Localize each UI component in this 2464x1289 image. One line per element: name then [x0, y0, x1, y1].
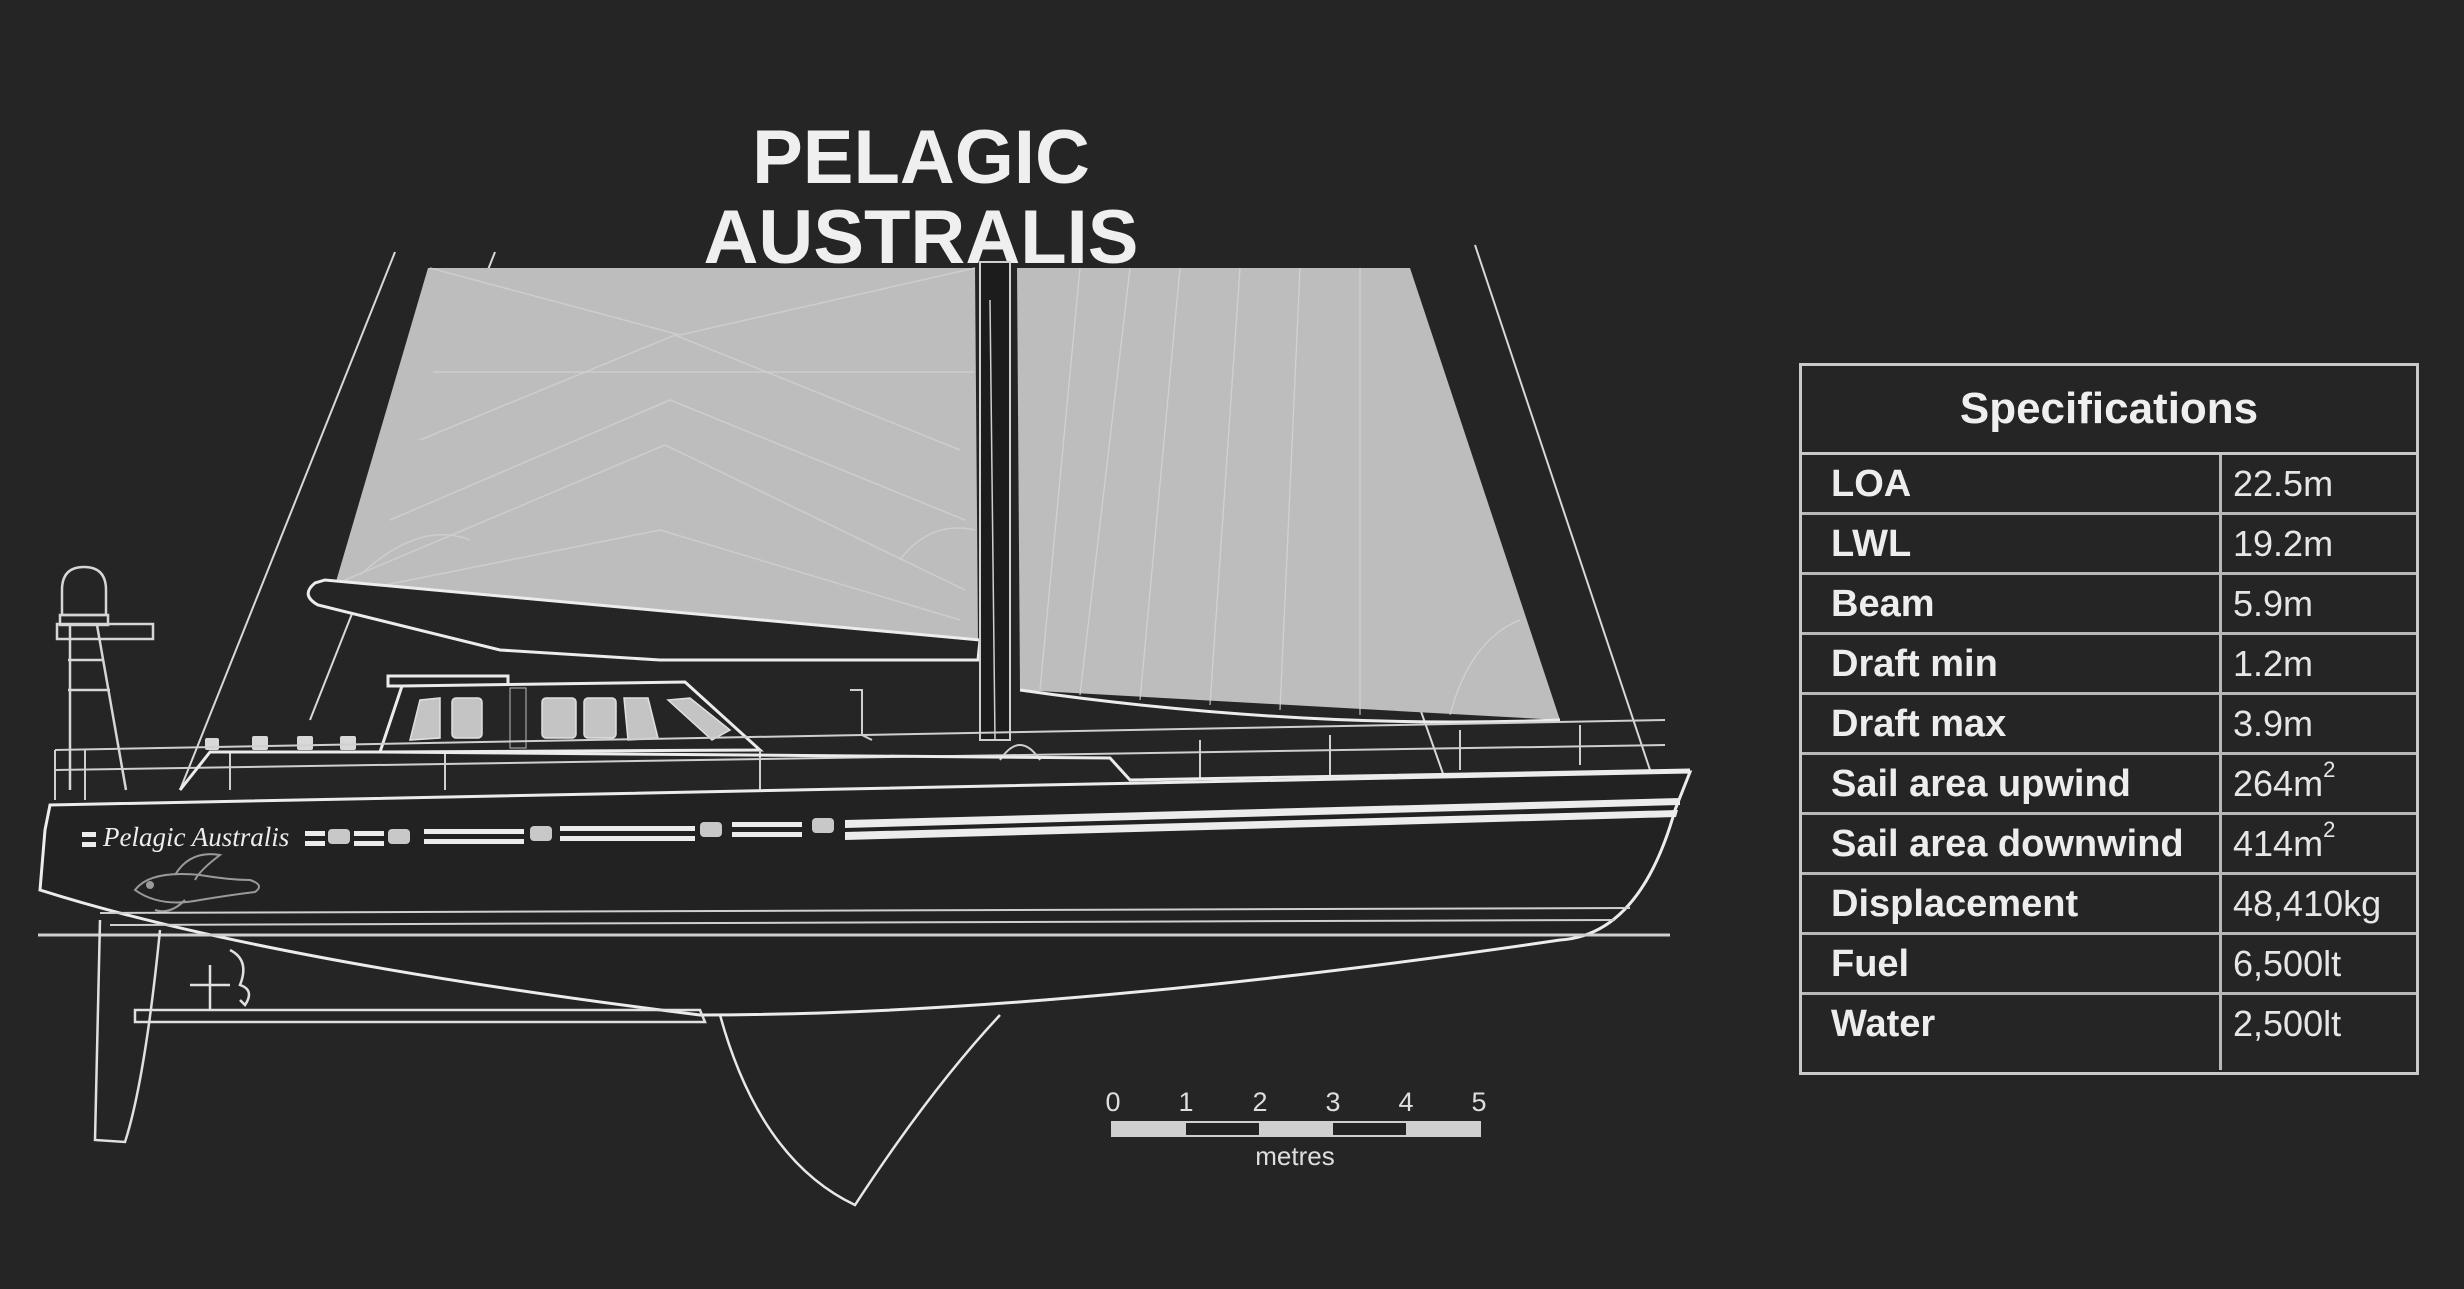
- foresail: [1017, 267, 1561, 724]
- boom: [306, 578, 982, 662]
- flying-fish-icon: [133, 853, 260, 913]
- scale-bar: 0 1 2 3 4 5 metres: [1105, 1087, 1487, 1171]
- page-title: PELAGIC AUSTRALIS: [703, 115, 1139, 280]
- lifelines: [54, 689, 1666, 800]
- keel: [718, 1014, 1001, 1207]
- spec-row-draft-max: Draft max 3.9m: [1802, 695, 2416, 755]
- scale-tick: 2: [1252, 1087, 1268, 1117]
- spec-value: 3.9m: [2233, 703, 2314, 744]
- spec-label: Sail area downwind: [1802, 815, 2222, 872]
- spec-label: Water: [1802, 995, 2222, 1070]
- spec-row-displacement: Displacement 48,410kg: [1802, 875, 2416, 935]
- spec-value-superscript: 2: [2323, 757, 2336, 782]
- winches: [205, 736, 356, 750]
- scale-tick: 0: [1105, 1087, 1121, 1117]
- spec-row-sail-area-downwind: Sail area downwind 414m2: [1802, 815, 2416, 875]
- scale-bar-unit: metres: [1255, 1141, 1335, 1171]
- spec-label: Sail area upwind: [1802, 755, 2222, 812]
- scale-tick: 3: [1325, 1087, 1341, 1117]
- spec-label: LOA: [1802, 455, 2222, 512]
- spec-row-lwl: LWL 19.2m: [1802, 515, 2416, 575]
- scale-bar-segments: [1111, 1121, 1481, 1137]
- spec-row-sail-area-upwind: Sail area upwind 264m2: [1802, 755, 2416, 815]
- spec-value-number: 264m: [2233, 763, 2324, 804]
- spec-value-number: 414m: [2233, 823, 2324, 864]
- rudder: [93, 919, 707, 1144]
- mainsail: [335, 267, 978, 643]
- specifications-table: Specifications LOA 22.5m LWL 19.2m Beam …: [1799, 363, 2419, 1075]
- spec-label: LWL: [1802, 515, 2222, 572]
- hull-stripes: [82, 798, 1680, 847]
- mast: [979, 261, 1011, 741]
- deckhouse: [377, 674, 764, 754]
- specifications-heading: Specifications: [1802, 366, 2416, 455]
- scale-bar-ticks: 0 1 2 3 4 5: [1105, 1087, 1487, 1117]
- spec-value: 2,500lt: [2233, 1003, 2342, 1044]
- spec-value-superscript: 2: [2323, 817, 2336, 842]
- spec-label: Draft max: [1802, 695, 2222, 752]
- spec-row-water: Water 2,500lt: [1802, 995, 2416, 1070]
- hull-name: Pelagic Australis: [102, 822, 289, 852]
- spec-value: 5.9m: [2233, 583, 2314, 624]
- spec-row-loa: LOA 22.5m: [1802, 455, 2416, 515]
- scale-tick: 1: [1178, 1087, 1194, 1117]
- spec-value: 6,500lt: [2233, 943, 2342, 984]
- spec-label: Fuel: [1802, 935, 2222, 992]
- spec-row-beam: Beam 5.9m: [1802, 575, 2416, 635]
- spec-value: 19.2m: [2233, 523, 2334, 564]
- spec-value: 1.2m: [2233, 643, 2314, 684]
- spec-label: Draft min: [1802, 635, 2222, 692]
- waterline: [38, 907, 1670, 937]
- spec-value: 414m2: [2222, 815, 2335, 872]
- spec-value: 22.5m: [2233, 463, 2334, 504]
- radar-mast: [55, 565, 155, 791]
- spec-row-draft-min: Draft min 1.2m: [1802, 635, 2416, 695]
- scale-tick: 5: [1471, 1087, 1487, 1117]
- scale-tick: 4: [1398, 1087, 1414, 1117]
- spec-row-fuel: Fuel 6,500lt: [1802, 935, 2416, 995]
- spec-value: 48,410kg: [2233, 883, 2382, 924]
- deck-line: [178, 750, 1691, 791]
- spec-label: Beam: [1802, 575, 2222, 632]
- spec-label: Displacement: [1802, 875, 2222, 932]
- spec-value: 264m2: [2222, 755, 2335, 812]
